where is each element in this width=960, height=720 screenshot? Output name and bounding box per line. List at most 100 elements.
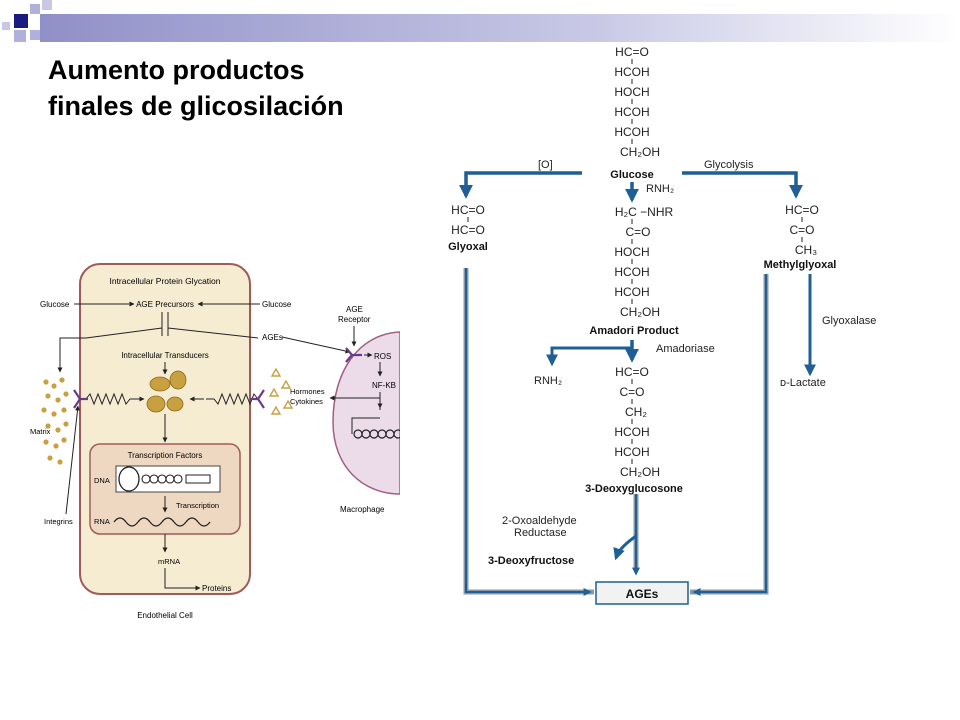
glyoxal-label: Glyoxal [448,241,488,253]
receptor-zigzag-right [206,392,259,406]
receptor-symbol-left [73,389,88,409]
macrophage-dna [353,429,400,439]
svg-text:C=O: C=O [619,385,644,399]
integrins-label: Integrins [44,517,73,526]
svg-text:C=O: C=O [789,223,814,237]
svg-text:HCOH: HCOH [614,125,649,139]
svg-text:HOCH: HOCH [614,85,649,99]
age-receptor-label-2: Receptor [338,315,371,324]
matrix-label: Matrix [30,427,51,436]
macrophage-receptor-symbol [345,347,362,363]
reductase-arrow [613,534,637,561]
cytokines-label: Cytokines [290,397,323,406]
receptor-zigzag-left [85,392,138,406]
dna-label: DNA [94,476,110,485]
slide-title: Aumento productos finales de glicosilaci… [48,55,344,121]
oxidation-arrow [459,171,582,199]
endothelial-cell-diagram: Intracellular Protein Glycation Glucose … [30,263,400,620]
ages-to-matrix-arrow [57,337,86,373]
deoxyglucosone-label: 3-Deoxyglucosone [585,483,683,495]
reductase-label-1: 2-Oxoaldehyde [502,515,577,527]
rnh2-release-arrow [546,346,632,367]
svg-text:HCOH: HCOH [614,265,649,279]
deco-square-light [2,22,10,30]
svg-text:HC=O: HC=O [615,45,649,59]
age-pathway-diagram: HC=O HCOH HOCH HCOH HCOH CH₂OH [O] Gluco… [448,45,876,605]
hormone-triangles [268,367,294,415]
ages-final-label: AGEs [626,587,659,601]
rnh2-in-label: RNH₂ [646,183,674,195]
translation-arrow [164,568,201,591]
macrophage-shape [332,331,400,495]
ros-label: ROS [374,352,391,361]
hormones-label: Hormones [290,387,325,396]
mrna-label: mRNA [158,557,180,566]
proteins-label: Proteins [202,584,231,593]
svg-text:CH₃: CH₃ [795,243,817,257]
glucose-left-label: Glucose [40,300,70,309]
age-receptor-label-1: AGE [346,305,363,314]
svg-text:HC=O: HC=O [451,223,485,237]
oxidation-label: [O] [538,159,553,171]
svg-text:HCOH: HCOH [614,425,649,439]
transducer-blobs [146,370,187,413]
svg-text:HOCH: HOCH [614,245,649,259]
deco-square-light [14,30,26,42]
header-decoration [2,0,960,42]
methylglyoxal-to-ages-arrow [692,274,767,596]
amadoriase-label: Amadoriase [656,343,715,355]
ages-label: AGEs [262,333,283,342]
glyoxal-to-ages-line [463,268,594,595]
header-bar [40,14,960,42]
svg-text:HC=O: HC=O [451,203,485,217]
deoxyfructose-label: 3-Deoxyfructose [488,555,574,567]
amadori-product-label: Amadori Product [589,325,679,337]
svg-text:CH₂OH: CH₂OH [620,465,660,479]
d-lactate-label: ᴅ-Lactate [780,377,826,389]
rnh2-out-label: RNH₂ [534,375,562,387]
integrins-pointer [65,405,80,515]
glucose-label: Glucose [610,169,653,181]
glycolysis-label: Glycolysis [704,159,754,171]
svg-text:C=O: C=O [625,225,650,239]
svg-text:CH₂OH: CH₂OH [620,305,660,319]
svg-text:HCOH: HCOH [614,105,649,119]
macrophage-label: Macrophage [340,505,385,514]
svg-text:CH₂: CH₂ [625,405,647,419]
amadori-structure: H₂C −NHR C=O HOCH HCOH HCOH CH₂OH [614,205,673,319]
dna-loop [118,466,140,492]
svg-text:HCOH: HCOH [614,65,649,79]
transcription-factors-label: Transcription Factors [128,451,203,460]
glyoxal-structure: HC=O HC=O [451,203,485,237]
deoxyglucosone-structure: HC=O C=O CH₂ HCOH HCOH CH₂OH [614,365,660,479]
deco-square-light [30,4,40,14]
methylglyoxal-structure: HC=O C=O CH₃ [785,203,819,257]
pathway-lines [459,171,816,596]
dna-helix [141,474,183,484]
macrophage-dna-link [351,417,380,434]
svg-text:HC=O: HC=O [785,203,819,217]
glucose-structure: HC=O HCOH HOCH HCOH HCOH CH₂OH [614,45,660,159]
receptor-symbol-right [250,389,265,409]
glucose-right-label: Glucose [262,300,292,309]
glyoxalase-label: Glyoxalase [822,315,876,327]
ages-to-receptor-arrow [281,336,351,354]
glycolysis-arrow [682,171,803,199]
rna-wave [113,517,211,527]
nfkb-label: NF-KB [372,381,396,390]
svg-text:H₂C −NHR: H₂C −NHR [615,205,674,219]
deco-square-dark [14,14,28,28]
glyoxal-to-ages-arrow [465,268,592,596]
transcription-label: Transcription [176,501,219,510]
rna-label: RNA [94,517,110,526]
gene-segment [185,474,211,484]
svg-text:HC=O: HC=O [615,365,649,379]
methylglyoxal-label: Methylglyoxal [764,259,837,271]
deco-square-light [42,0,52,10]
methylglyoxal-to-ages-line [690,274,769,595]
svg-text:CH₂OH: CH₂OH [620,145,660,159]
matrix-dots [41,377,69,465]
svg-text:HCOH: HCOH [614,285,649,299]
age-precursors-label: AGE Precursors [136,300,194,309]
reductase-label-2: Reductase [514,527,567,539]
